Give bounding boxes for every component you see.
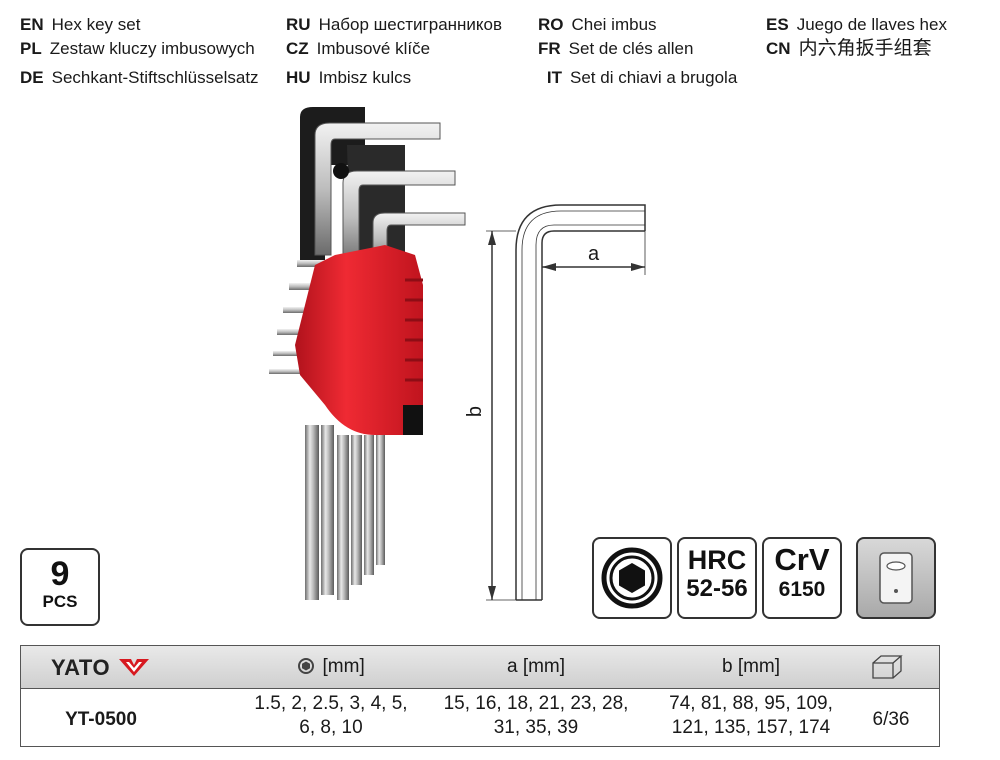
- hardness-title: HRC: [687, 545, 747, 575]
- brand-logo: YATO: [51, 655, 151, 681]
- hardness-badge: HRC 52-56: [677, 537, 757, 619]
- header-a: a [mm]: [506, 656, 566, 677]
- packaging-cell: 6/36: [872, 709, 910, 730]
- material-value: 6150: [778, 578, 826, 601]
- blister-pack-icon: [879, 552, 913, 604]
- yato-logo-icon: [118, 659, 149, 676]
- packaging-badge: [856, 537, 936, 619]
- b-values-cell: 74, 81, 88, 95, 109, 121, 135, 157, 174: [669, 693, 833, 738]
- material-title: CrV: [774, 542, 830, 577]
- hex-socket-badge: [592, 537, 672, 619]
- hex-key-set-photo: [269, 107, 466, 600]
- pcs-badge: 9 PCS: [20, 548, 100, 626]
- dimension-b-label: b: [464, 405, 487, 418]
- product-code: YT-0500: [65, 709, 137, 730]
- hex-size-icon: [298, 658, 315, 674]
- spec-table: YATO [mm] a [mm] b [mm] YT-0500 1.5, 2, …: [20, 645, 940, 747]
- header-b: b [mm]: [721, 656, 781, 677]
- material-badge: CrV 6150: [762, 537, 842, 619]
- header-size: [mm]: [261, 656, 401, 678]
- pcs-count: 9: [50, 555, 70, 593]
- pcs-unit: PCS: [42, 592, 78, 611]
- spec-table-header: YATO [mm] a [mm] b [mm]: [21, 646, 939, 689]
- dimension-a-label: a: [588, 243, 600, 265]
- hex-socket-icon: [601, 547, 663, 609]
- dimension-diagram: [486, 204, 646, 601]
- hardness-value: 52-56: [686, 575, 748, 602]
- box-icon: [869, 654, 905, 685]
- a-values-cell: 15, 16, 18, 21, 23, 28, 31, 35, 39: [443, 693, 629, 738]
- sizes-cell: 1.5, 2, 2.5, 3, 4, 5, 6, 8, 10: [254, 693, 408, 738]
